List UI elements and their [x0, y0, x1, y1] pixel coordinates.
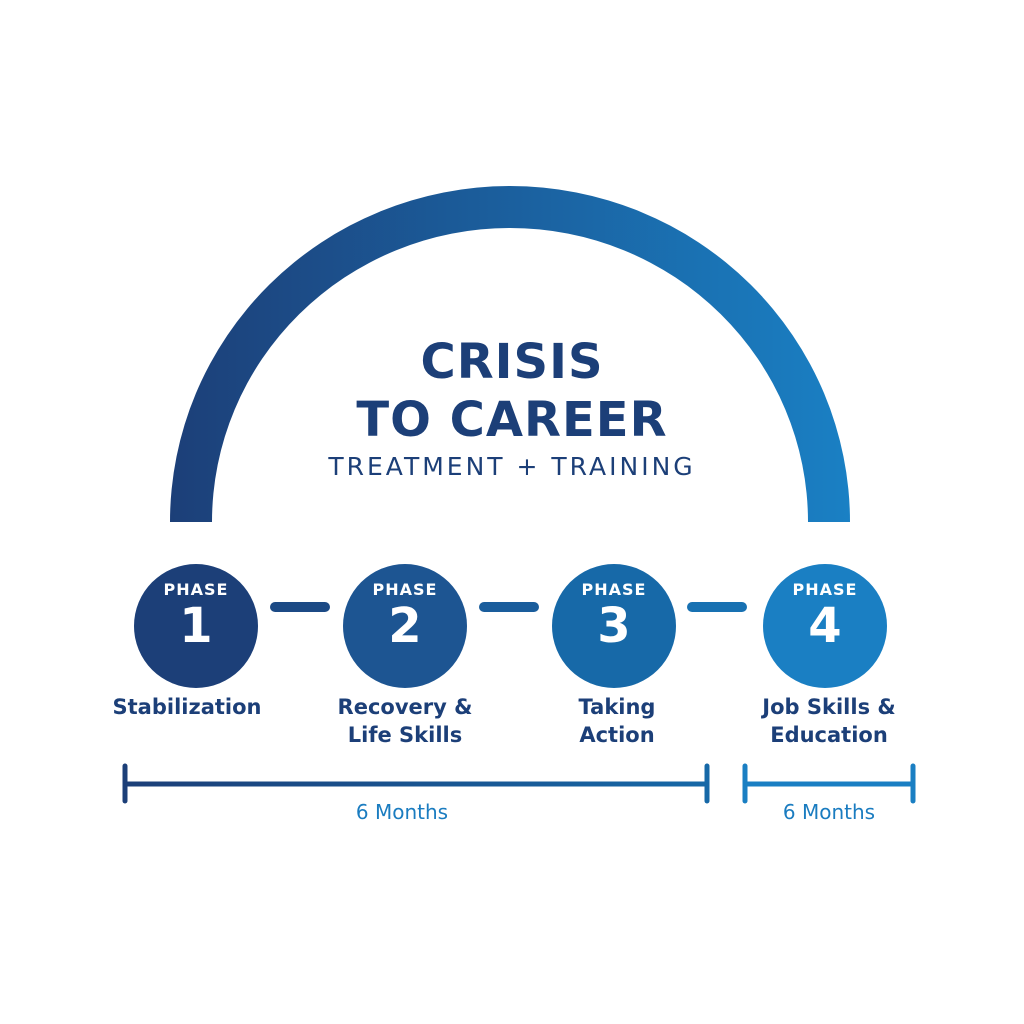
phase-1-label: Stabilization — [87, 693, 287, 721]
phase-label-line: Stabilization — [112, 695, 262, 719]
phase-label-line: Taking — [578, 695, 656, 719]
duration-label-2: 6 Months — [782, 800, 876, 824]
phase-label-line: Life Skills — [347, 723, 463, 747]
phase-number: 4 — [808, 598, 842, 654]
phase-word: PHASE — [372, 580, 438, 599]
phase-4-circle: PHASE 4 — [763, 564, 887, 688]
subtitle: TREATMENT + TRAINING — [328, 452, 696, 481]
phase-number: 1 — [179, 598, 213, 654]
phase-label-line: Job Skills & — [762, 695, 896, 719]
phase-3-label: Taking Action — [517, 693, 717, 749]
phase-number: 3 — [597, 598, 631, 654]
phase-word: PHASE — [581, 580, 647, 599]
phase-4-label: Job Skills & Education — [729, 693, 929, 749]
phase-1-circle: PHASE 1 — [134, 564, 258, 688]
phase-2-circle: PHASE 2 — [343, 564, 467, 688]
phase-label-line: Action — [579, 723, 655, 747]
phase-label-line: Education — [770, 723, 888, 747]
title-line-2: TO CAREER — [356, 392, 668, 448]
phase-label-line: Recovery & — [337, 695, 473, 719]
title-line-1: CRISIS — [420, 334, 604, 390]
phase-word: PHASE — [792, 580, 858, 599]
phase-word: PHASE — [163, 580, 229, 599]
phase-3-circle: PHASE 3 — [552, 564, 676, 688]
timeline-bar-1 — [122, 763, 710, 804]
timeline-bar-2 — [742, 763, 916, 804]
arch — [170, 186, 850, 522]
phase-number: 2 — [388, 598, 422, 654]
phase-2-label: Recovery & Life Skills — [305, 693, 505, 749]
duration-label-1: 6 Months — [355, 800, 449, 824]
